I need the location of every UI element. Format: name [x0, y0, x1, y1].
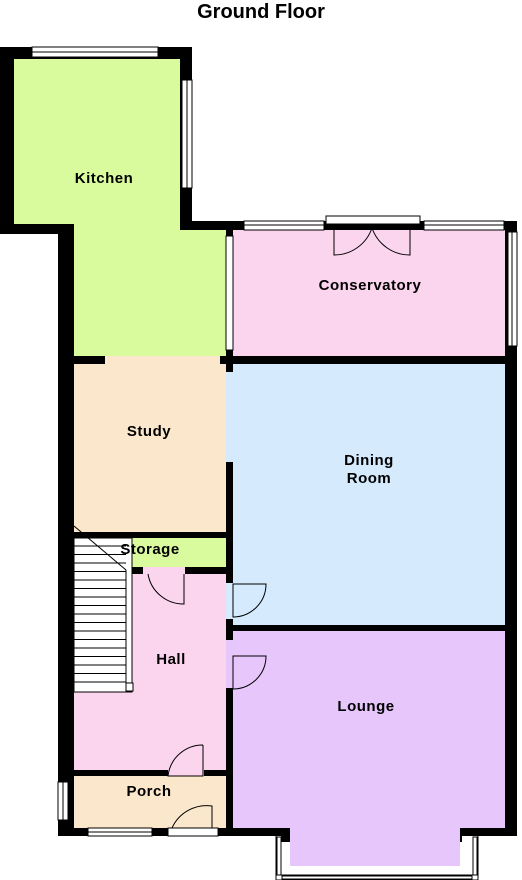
- door-conservatory-french: [333, 227, 411, 256]
- room-labels: Kitchen Conservatory Study Dining Room S…: [75, 170, 422, 800]
- staircase: [73, 525, 134, 693]
- label-dining-line1: Dining: [344, 452, 394, 469]
- room-porch: [74, 776, 227, 828]
- label-kitchen: Kitchen: [75, 170, 134, 187]
- label-storage: Storage: [120, 541, 179, 558]
- room-kitchen: [14, 59, 226, 358]
- room-lounge: [233, 631, 505, 866]
- room-study: [74, 364, 227, 532]
- label-porch: Porch: [126, 783, 171, 800]
- label-conservatory: Conservatory: [319, 277, 422, 294]
- label-hall: Hall: [156, 651, 186, 668]
- window-conservatory-left: [225, 235, 234, 351]
- doors: [147, 215, 421, 837]
- label-lounge: Lounge: [337, 698, 394, 715]
- room-conservatory: [233, 230, 505, 356]
- plan-title: Ground Floor: [197, 1, 325, 23]
- door-porch-inner: [167, 744, 204, 777]
- room-dining: [233, 364, 505, 625]
- door-storage: [147, 573, 185, 605]
- wall-openings: [105, 356, 233, 776]
- windows: [31, 46, 518, 880]
- door-porch-front: [171, 805, 213, 829]
- door-lounge: [232, 655, 267, 690]
- door-dining: [232, 583, 267, 618]
- label-dining-line2: Room: [347, 470, 392, 487]
- label-study: Study: [127, 423, 171, 440]
